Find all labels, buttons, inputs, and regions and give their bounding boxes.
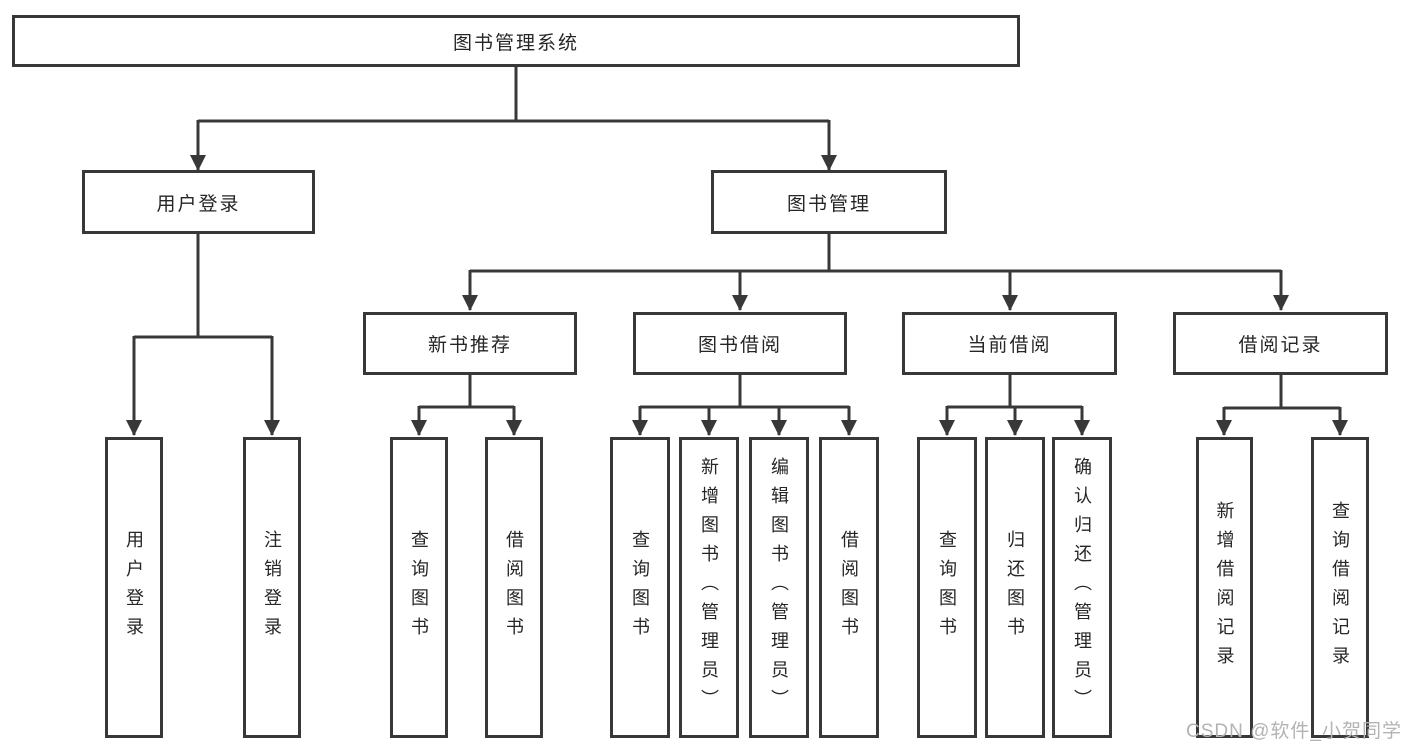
leaf-borrow-books: 借阅图书 [819, 437, 879, 738]
leaf-borrow-books-recommend: 借阅图书 [485, 437, 543, 738]
leaf-label: 用户登录 [124, 529, 144, 646]
leaf-label: 新增图书（管理员） [699, 457, 719, 718]
leaf-query-books-recommend: 查询图书 [390, 437, 448, 738]
leaf-label: 借阅图书 [839, 529, 859, 646]
leaf-label: 确认归还（管理员） [1072, 457, 1092, 718]
leaf-label: 查询图书 [937, 529, 957, 646]
leaf-label: 查询借阅记录 [1330, 500, 1350, 675]
leaf-logout: 注销登录 [243, 437, 301, 738]
leaf-label: 查询图书 [409, 529, 429, 646]
leaf-add-borrow-record: 新增借阅记录 [1196, 437, 1253, 738]
leaf-label: 编辑图书（管理员） [769, 457, 789, 718]
leaf-confirm-return-admin: 确认归还（管理员） [1052, 437, 1112, 738]
leaf-label: 查询图书 [630, 529, 650, 646]
leaf-label: 新增借阅记录 [1214, 500, 1235, 675]
leaf-label: 注销登录 [262, 529, 282, 646]
leaf-edit-book-admin: 编辑图书（管理员） [749, 437, 809, 738]
leaf-return-book: 归还图书 [985, 437, 1045, 738]
node-book-management: 图书管理 [711, 170, 947, 234]
node-borrow-records: 借阅记录 [1173, 312, 1388, 375]
leaf-label: 归还图书 [1005, 529, 1025, 646]
node-user-login: 用户登录 [82, 170, 315, 234]
node-new-book-recommend: 新书推荐 [363, 312, 577, 375]
node-root: 图书管理系统 [12, 15, 1020, 67]
leaf-query-books-current: 查询图书 [917, 437, 977, 738]
node-book-borrow: 图书借阅 [633, 312, 847, 375]
leaf-user-login: 用户登录 [105, 437, 163, 738]
csdn-watermark: CSDN @软件_小贺同学 [1186, 721, 1402, 742]
leaf-query-borrow-record: 查询借阅记录 [1311, 437, 1369, 738]
leaf-query-books-borrow: 查询图书 [610, 437, 670, 738]
node-current-borrow: 当前借阅 [902, 312, 1117, 375]
leaf-label: 借阅图书 [504, 529, 524, 646]
leaf-add-book-admin: 新增图书（管理员） [679, 437, 739, 738]
